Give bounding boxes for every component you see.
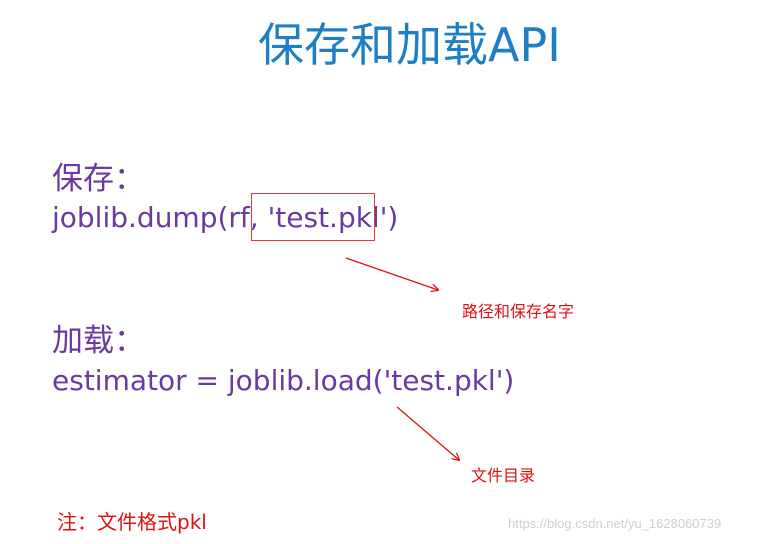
watermark: https://blog.csdn.net/yu_1628060739 — [508, 516, 722, 531]
filename-highlight-box — [251, 193, 375, 241]
save-code-filename: 'test.pkl' — [267, 201, 388, 234]
load-heading: 加载： — [52, 323, 145, 359]
note-file-format: 注：文件格式pkl — [57, 510, 207, 534]
annotation-file-directory: 文件目录 — [471, 466, 536, 485]
arrow-to-path-label — [345, 257, 438, 290]
save-code-line: joblib.dump(rf, 'test.pkl') — [52, 199, 398, 237]
slide-title: 保存和加载API — [258, 18, 561, 72]
arrow-to-dir-label — [396, 406, 459, 460]
save-code-suffix: ) — [387, 201, 399, 234]
load-code-line: estimator = joblib.load('test.pkl') — [52, 364, 515, 397]
save-code-prefix: joblib.dump(rf, — [52, 201, 268, 234]
annotation-path-name: 路径和保存名字 — [462, 302, 575, 321]
save-heading: 保存： — [52, 161, 145, 197]
